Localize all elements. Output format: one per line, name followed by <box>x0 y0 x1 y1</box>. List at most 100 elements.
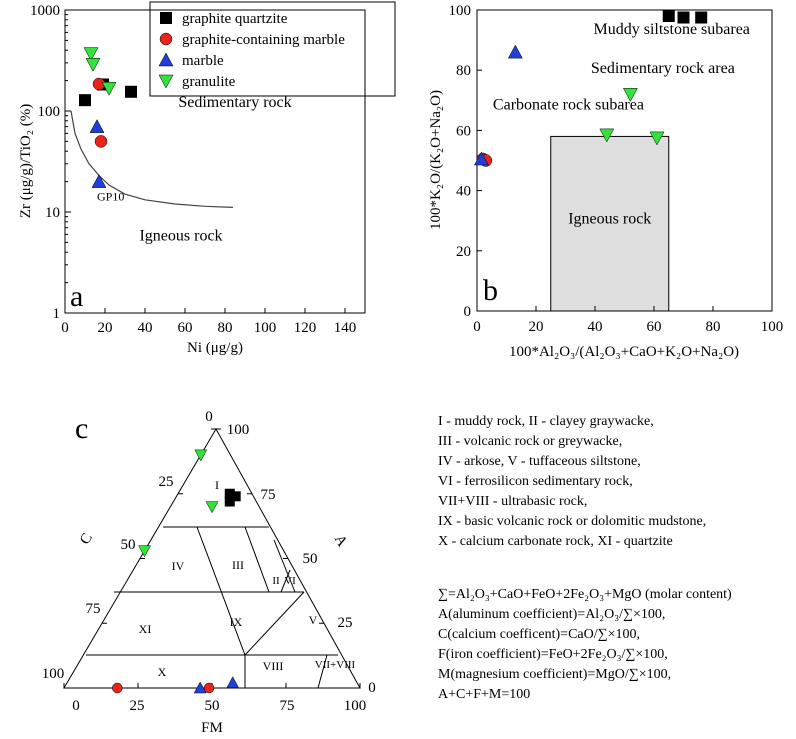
panel-c-ternary-diagram: 0 25 50 75 100 0 25 50 75 100 100 75 50 … <box>42 409 376 736</box>
a-annotation-sedimentary-rock: Sedimentary rock <box>178 94 291 111</box>
panel-a-plot-frame <box>64 9 366 314</box>
region-IX: IX <box>230 615 243 629</box>
c-point-graphite-quartzite-2 <box>224 496 235 507</box>
right-tick-50: 50 <box>303 551 318 567</box>
b-ytick-label-80: 80 <box>456 63 471 79</box>
panel-b-xlabel: 100*Al₂O₃/(Al₂O₃+CaO+K₂O+Na₂O) <box>509 344 739 360</box>
definition-line: IV - arkose, V - tuffaceous siltstone, <box>438 454 641 469</box>
b-ytick-label-100: 100 <box>449 3 472 19</box>
panel-a-data-marks <box>79 47 137 188</box>
definition-line: IX - basic volcanic rock or dolomitic mu… <box>438 514 707 529</box>
definition-line: I - muddy rock, II - clayey graywacke, <box>438 414 654 429</box>
a-xtick-label-40: 40 <box>138 320 153 336</box>
b-point-granulite-2 <box>649 131 665 146</box>
ternary-region-boundaries <box>86 526 338 689</box>
boundary-line <box>196 526 246 656</box>
b-xtick-label-80: 80 <box>706 319 721 335</box>
a-point-granulite-2 <box>101 81 117 96</box>
formula-line: A+C+F+M=100 <box>438 687 531 702</box>
region-II: II <box>272 575 280 587</box>
b-xtick-label-100: 100 <box>761 319 784 335</box>
region-V: V <box>309 613 318 627</box>
ternary-axis-c: C <box>77 531 96 548</box>
b-point-graphite-quartzite-1 <box>677 11 690 24</box>
definition-line: III - volcanic rock or greywacke, <box>438 434 623 449</box>
formula-line: M(magnesium coefficient)=MgO/∑×100, <box>438 667 672 682</box>
a-ytick-label-1: 1 <box>53 306 61 322</box>
panel-c-data-marks <box>112 449 241 694</box>
left-tick-75: 75 <box>86 601 101 617</box>
region-definitions: I - muddy rock, II - clayey graywacke, I… <box>438 412 706 552</box>
b-ytick-label-0: 0 <box>464 304 472 320</box>
c-point-graphite-containing-marble-7 <box>203 682 215 694</box>
b-point-marble-0 <box>507 44 523 59</box>
panel-a-ylabel: Zr (μg/g)/TiO₂ (%) <box>18 104 34 218</box>
boundary-line <box>317 654 328 689</box>
definition-line: VI - ferrosilicon sedimentary rock, <box>438 474 633 489</box>
legend-marker-graphite-containing-marble <box>159 32 173 46</box>
region-VIII: VIII <box>263 659 284 673</box>
panel-b-ylabel: 100*K₂O/(K₂O+Na₂O) <box>428 90 444 230</box>
b-xtick-label-60: 60 <box>647 319 662 335</box>
ternary-tick-labels: 0 25 50 75 100 0 25 50 75 100 100 75 50 … <box>42 409 376 714</box>
boundary-line <box>280 569 291 593</box>
b-annotation-igneous-rock: Igneous rock <box>568 211 651 228</box>
a-annotation-igneous-rock: Igneous rock <box>139 228 222 245</box>
a-xtick-label-0: 0 <box>61 320 69 336</box>
a-ytick-label-10: 10 <box>45 205 60 221</box>
ternary-axis-fm: FM <box>201 720 223 736</box>
b-ytick-label-60: 60 <box>456 123 471 139</box>
right-tick-100: 100 <box>227 422 250 438</box>
a-point-graphite-quartzite-2 <box>125 85 137 98</box>
panel-a-label: a <box>70 280 83 313</box>
c-point-granulite-4 <box>205 501 219 514</box>
a-xtick-label-60: 60 <box>178 320 193 336</box>
b-xtick-label-20: 20 <box>529 319 544 335</box>
ternary-ticks <box>63 428 361 689</box>
bottom-tick-100: 100 <box>344 698 367 714</box>
legend-marker-marble <box>158 52 174 67</box>
legend-item-graphite-marble: graphite-containing marble <box>182 32 345 48</box>
a-point-granulite-0 <box>83 47 99 62</box>
boundary-line <box>244 526 270 593</box>
a-point-graphite-quartzite-0 <box>79 94 91 107</box>
region-I: I <box>215 478 219 492</box>
c-point-graphite-quartzite-0 <box>224 488 235 499</box>
bottom-tick-25: 25 <box>130 698 145 714</box>
bottom-tick-0: 0 <box>72 698 80 714</box>
panel-b-ticks <box>476 9 773 312</box>
formula-line: ∑=Al₂O₃+CaO+FeO+2Fe₂O₃+MgO (molar conten… <box>438 587 732 602</box>
a-ytick-label-1000: 1000 <box>30 3 60 19</box>
b-ytick-label-40: 40 <box>456 184 471 200</box>
legend-marker-graphite-quartzite <box>160 12 172 24</box>
panel-a-boundary-curve <box>70 110 234 208</box>
a-point-graphite-containing-marble-1 <box>94 135 108 148</box>
formula-line: A(aluminum coefficient)=Al₂O₃/∑×100, <box>438 607 666 622</box>
a-xtick-label-80: 80 <box>218 320 233 336</box>
a-ytick-label-100: 100 <box>38 104 61 120</box>
right-tick-25: 25 <box>338 615 353 631</box>
ternary-region-labels: I II III IV V VI VII+VIII VIII IX X XI <box>139 478 356 679</box>
boundary-line <box>244 591 305 656</box>
panel-a-ticks <box>64 9 346 314</box>
panel-b-igneous-region <box>550 135 670 312</box>
left-tick-0: 0 <box>205 409 213 425</box>
c-point-graphite-quartzite-1 <box>230 491 241 502</box>
legend-item-marble: marble <box>182 53 224 69</box>
formula-line: C(calcium coefficent)=CaO/∑×100, <box>438 627 641 642</box>
a-point-marble-0 <box>89 119 105 133</box>
b-point-granulite-1 <box>622 88 638 102</box>
left-tick-25: 25 <box>159 474 174 490</box>
b-point-marble-1 <box>474 151 489 166</box>
legend-item-graphite-quartzite: graphite quartzite <box>182 11 288 27</box>
panel-a-xlabel: Ni (μg/g) <box>187 340 243 356</box>
legend-item-granulite: granulite <box>182 74 236 90</box>
a-point-marble-1 <box>91 174 107 188</box>
formula-line: F(iron coefficient)=FeO+2Fe₂O₃/∑×100, <box>438 647 668 662</box>
bottom-tick-75: 75 <box>280 698 295 714</box>
bottom-tick-50: 50 <box>205 698 220 714</box>
